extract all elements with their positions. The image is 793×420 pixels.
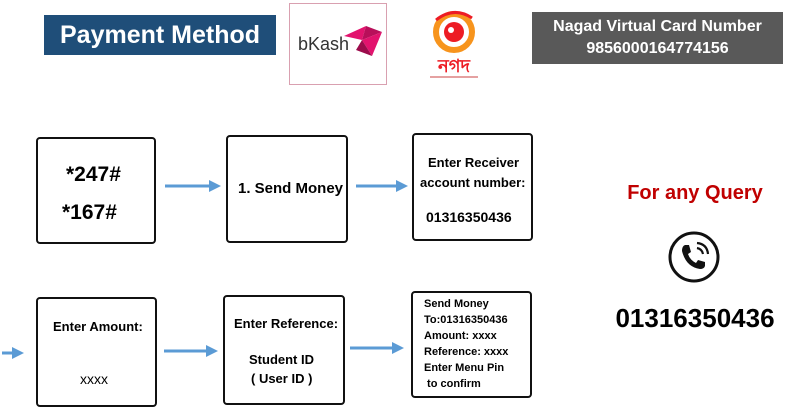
confirm-line: Send Money [424,298,489,310]
query-title: For any Query [627,182,763,204]
receiver-number: 01316350436 [426,209,512,225]
step-dial-code: *247# *167# [36,137,156,244]
nagad-logo-text: নগদ [438,56,470,77]
nagad-logo: নগদ [414,8,494,84]
step-receiver: Enter Receiver account number: 013163504… [412,133,533,241]
confirm-line: To:01316350436 [424,314,508,326]
bkash-bird-icon [344,26,382,56]
receiver-label-line2: account number: [420,175,526,190]
step-send-money: 1. Send Money [226,135,348,243]
arrow-2 [356,180,408,192]
nagad-tagline [430,76,478,78]
query-phone-number: 01316350436 [615,303,775,333]
arrow-3 [164,345,218,357]
phone-icon [668,231,720,283]
confirm-line: Amount: xxxx [424,330,497,342]
step-reference: Enter Reference: Student ID ( User ID ) [223,295,345,405]
dial-code-167: *167# [62,201,117,224]
confirm-line: Enter Menu Pin [424,362,505,374]
arrow-4 [350,342,404,354]
dial-code-247: *247# [66,163,121,186]
receiver-label-line1: Enter Receiver [428,155,520,170]
card-number: 9856000164774156 [586,40,729,57]
amount-value: xxxx [80,371,108,387]
confirm-line: to confirm [424,378,481,390]
send-money-label: 1. Send Money [238,180,344,197]
reference-label: Enter Reference: [234,316,339,331]
reference-value-line2: ( User ID ) [251,371,313,386]
card-label: Nagad Virtual Card Number [553,18,762,35]
nagad-emblem-icon [433,11,475,53]
step-amount: Enter Amount: xxxx [36,297,157,407]
arrow-continue [2,347,24,359]
virtual-card-box: Nagad Virtual Card Number 98560001647741… [532,12,783,64]
page-title: Payment Method [44,15,276,55]
confirm-line: Reference: xxxx [424,346,509,358]
bkash-logo: bKash [289,3,387,85]
arrow-1 [165,180,221,192]
step-confirm: Send Money To:01316350436 Amount: xxxx R… [411,291,532,398]
bkash-logo-text: bKash [298,34,350,54]
amount-label: Enter Amount: [53,319,143,334]
reference-value-line1: Student ID [249,352,314,367]
